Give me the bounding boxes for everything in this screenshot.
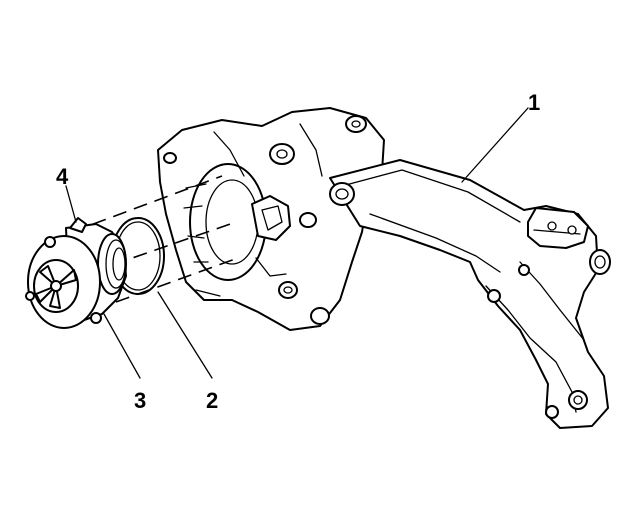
pulley-spoke-3: [49, 285, 61, 309]
lower-stud: [545, 405, 559, 419]
outlet-passage: [251, 195, 291, 241]
leader-lines: [65, 107, 529, 379]
flange-boss-top-right: [345, 115, 367, 133]
impeller-ring-3: [112, 247, 126, 281]
casting-line-4: [195, 289, 221, 297]
pump-bolt-ear-bottom: [90, 312, 102, 324]
flange-bolt-mid: [299, 212, 317, 228]
leader-line-2: [157, 291, 213, 379]
casting-line-2: [299, 123, 323, 177]
outlet-passage-inner: [261, 205, 283, 231]
impeller-ring-1: [97, 233, 127, 295]
pump-bolt-ear-top: [44, 236, 56, 248]
pulley-spoke-2: [55, 269, 77, 287]
arm-bolt: [487, 289, 501, 303]
lower-bolt-boss: [568, 390, 588, 410]
lower-bolt-hole: [573, 395, 583, 405]
flange-boss-top-right-hole: [351, 120, 361, 128]
leader-line-4: [65, 185, 77, 223]
callout-2: 2: [206, 388, 218, 413]
flange-boss-top-left-hole: [276, 149, 288, 159]
callout-1: 1: [528, 90, 540, 115]
water-pump: [25, 217, 127, 329]
flange-bolt-low: [278, 281, 298, 299]
pump-bolt-ear-left: [25, 291, 35, 301]
side-boss-hole: [594, 255, 606, 269]
side-boss: [589, 249, 611, 275]
casting-line-3: [255, 257, 287, 277]
flange-bolt-bottom: [310, 307, 330, 325]
flange-bolt-low-hole: [283, 286, 293, 294]
flange-bolt-left: [163, 152, 177, 164]
pad-hole-2: [567, 225, 577, 235]
arm-bolt-2: [518, 264, 530, 276]
arm-contour-top: [341, 169, 521, 223]
pulley-spoke-1: [39, 265, 57, 287]
outlet-fitting: [329, 182, 355, 206]
outlet-fitting-hole: [335, 188, 349, 200]
pulley-hub: [50, 280, 62, 292]
flange-boss-top-left: [269, 143, 295, 165]
leader-line-3: [103, 313, 141, 379]
leader-line-1: [461, 107, 529, 183]
alignment-line-top: [71, 175, 223, 233]
pump-housing: [157, 107, 611, 429]
pad-hole-1: [547, 221, 557, 231]
callout-4: 4: [56, 164, 69, 189]
bore-rib-3: [187, 235, 205, 239]
arm-lower-contour-2: [519, 261, 585, 341]
housing-arm: [329, 159, 609, 429]
bore-rib-2: [183, 205, 203, 209]
pulley-spoke-4: [35, 285, 57, 303]
casting-line-1: [213, 131, 245, 177]
mounting-pad: [527, 207, 589, 249]
callout-3: 3: [134, 388, 146, 413]
impeller-ring-2: [105, 239, 127, 289]
arm-contour-bottom: [369, 213, 501, 273]
